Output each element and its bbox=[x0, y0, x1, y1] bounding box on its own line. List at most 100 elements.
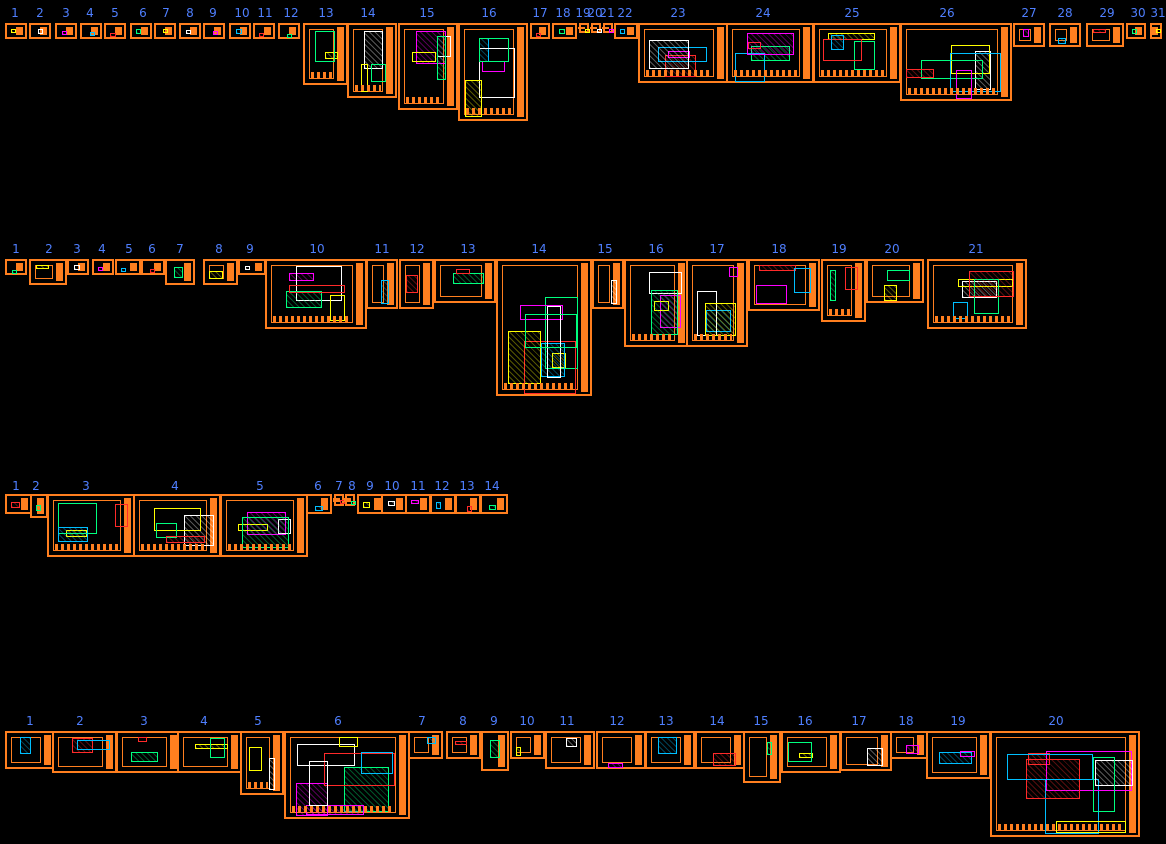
title-block bbox=[78, 263, 85, 271]
detail-graphic bbox=[1058, 38, 1066, 44]
drawing-sheet[interactable] bbox=[552, 23, 577, 39]
title-block bbox=[678, 263, 685, 343]
dimension-marks bbox=[355, 85, 381, 91]
drawing-sheet[interactable] bbox=[480, 494, 508, 514]
drawing-sheet[interactable] bbox=[52, 731, 117, 773]
detail-graphic bbox=[344, 767, 389, 812]
drawing-sheet[interactable] bbox=[821, 259, 866, 322]
drawing-sheet[interactable] bbox=[141, 259, 165, 275]
drawing-sheet[interactable] bbox=[455, 494, 481, 514]
drawing-sheet[interactable] bbox=[165, 259, 195, 285]
drawing-sheet[interactable] bbox=[510, 731, 545, 759]
drawing-sheet[interactable] bbox=[240, 731, 284, 795]
drawing-sheet[interactable] bbox=[408, 731, 443, 759]
drawing-sheet[interactable] bbox=[890, 731, 928, 759]
drawing-sheet[interactable] bbox=[590, 23, 602, 33]
title-block bbox=[517, 27, 524, 117]
drawing-sheet[interactable] bbox=[592, 259, 624, 309]
drawing-sheet[interactable] bbox=[1126, 23, 1146, 39]
drawing-sheet[interactable] bbox=[179, 23, 201, 39]
drawing-sheet[interactable] bbox=[115, 259, 141, 275]
drawing-sheet[interactable] bbox=[80, 23, 102, 39]
drawing-sheet[interactable] bbox=[596, 731, 646, 769]
drawing-sheet[interactable] bbox=[29, 259, 67, 285]
drawing-sheet[interactable] bbox=[602, 23, 614, 33]
drawing-sheet[interactable] bbox=[284, 731, 410, 819]
drawing-sheet[interactable] bbox=[398, 23, 458, 110]
drawing-sheet[interactable] bbox=[624, 259, 689, 347]
drawing-sheet[interactable] bbox=[645, 731, 695, 769]
drawing-sheet[interactable] bbox=[253, 23, 275, 39]
drawing-sheet[interactable] bbox=[203, 259, 238, 285]
detail-graphic bbox=[735, 53, 765, 82]
drawing-sheet[interactable] bbox=[229, 23, 251, 39]
drawing-sheet[interactable] bbox=[278, 23, 300, 39]
drawing-sheet[interactable] bbox=[748, 259, 820, 311]
drawing-sheet[interactable] bbox=[900, 23, 1012, 101]
drawing-sheet[interactable] bbox=[30, 494, 48, 518]
drawing-sheet[interactable] bbox=[333, 494, 345, 506]
title-block bbox=[106, 735, 113, 769]
drawing-sheet[interactable] bbox=[405, 494, 431, 514]
drawing-sheet[interactable] bbox=[927, 259, 1027, 329]
drawing-sheet[interactable] bbox=[496, 259, 592, 396]
drawing-sheet[interactable] bbox=[743, 731, 781, 783]
drawing-sheet[interactable] bbox=[5, 23, 27, 39]
drawing-sheet[interactable] bbox=[303, 23, 348, 85]
drawing-sheet[interactable] bbox=[306, 494, 332, 514]
drawing-sheet[interactable] bbox=[366, 259, 398, 309]
drawing-sheet[interactable] bbox=[614, 23, 638, 39]
drawing-sheet[interactable] bbox=[1086, 23, 1124, 47]
drawing-sheet[interactable] bbox=[177, 731, 242, 773]
drawing-sheet[interactable] bbox=[29, 23, 51, 39]
drawing-sheet[interactable] bbox=[434, 259, 496, 303]
drawing-sheet[interactable] bbox=[638, 23, 728, 83]
drawing-sheet[interactable] bbox=[347, 23, 397, 98]
title-block bbox=[602, 27, 609, 29]
drawing-sheet[interactable] bbox=[399, 259, 434, 309]
dimension-marks bbox=[821, 70, 885, 76]
drawing-sheet[interactable] bbox=[781, 731, 841, 773]
drawing-sheet[interactable] bbox=[481, 731, 509, 771]
drawing-sheet[interactable] bbox=[1013, 23, 1045, 47]
drawing-sheet[interactable] bbox=[203, 23, 225, 39]
drawing-sheet[interactable] bbox=[695, 731, 745, 769]
drawing-sheet[interactable] bbox=[686, 259, 748, 347]
drawing-sheet[interactable] bbox=[458, 23, 528, 121]
drawing-sheet[interactable] bbox=[357, 494, 385, 514]
drawing-sheet[interactable] bbox=[530, 23, 550, 39]
drawing-sheet[interactable] bbox=[1049, 23, 1081, 47]
drawing-sheet[interactable] bbox=[238, 259, 266, 275]
drawing-sheet[interactable] bbox=[866, 259, 924, 303]
drawing-sheet[interactable] bbox=[381, 494, 407, 514]
drawing-sheet[interactable] bbox=[578, 23, 590, 33]
drawing-sheet[interactable] bbox=[116, 731, 181, 773]
drawing-sheet[interactable] bbox=[55, 23, 77, 39]
drawing-sheet[interactable] bbox=[726, 23, 814, 83]
detail-graphic bbox=[406, 275, 418, 293]
drawing-sheet[interactable] bbox=[130, 23, 152, 39]
sheet-number-label: 11 bbox=[559, 714, 575, 728]
drawing-sheet[interactable] bbox=[92, 259, 114, 275]
drawing-sheet[interactable] bbox=[220, 494, 308, 557]
drawing-sheet[interactable] bbox=[5, 494, 32, 514]
drawing-sheet[interactable] bbox=[545, 731, 595, 769]
drawing-sheet[interactable] bbox=[344, 494, 356, 506]
drawing-sheet[interactable] bbox=[47, 494, 135, 557]
drawing-sheet[interactable] bbox=[430, 494, 456, 514]
drawing-sheet[interactable] bbox=[133, 494, 221, 557]
drawing-sheet[interactable] bbox=[813, 23, 901, 83]
drawing-sheet[interactable] bbox=[990, 731, 1140, 837]
title-block bbox=[141, 27, 148, 35]
drawing-sheet[interactable] bbox=[1150, 23, 1162, 39]
drawing-sheet[interactable] bbox=[265, 259, 367, 329]
drawing-sheet[interactable] bbox=[154, 23, 176, 39]
drawing-sheet[interactable] bbox=[926, 731, 991, 779]
drawing-sheet[interactable] bbox=[104, 23, 126, 39]
drawing-sheet[interactable] bbox=[446, 731, 481, 759]
drawing-sheet[interactable] bbox=[67, 259, 89, 275]
drawing-sheet[interactable] bbox=[5, 731, 55, 769]
drawing-sheet[interactable] bbox=[840, 731, 892, 771]
drawing-sheet[interactable] bbox=[5, 259, 27, 275]
